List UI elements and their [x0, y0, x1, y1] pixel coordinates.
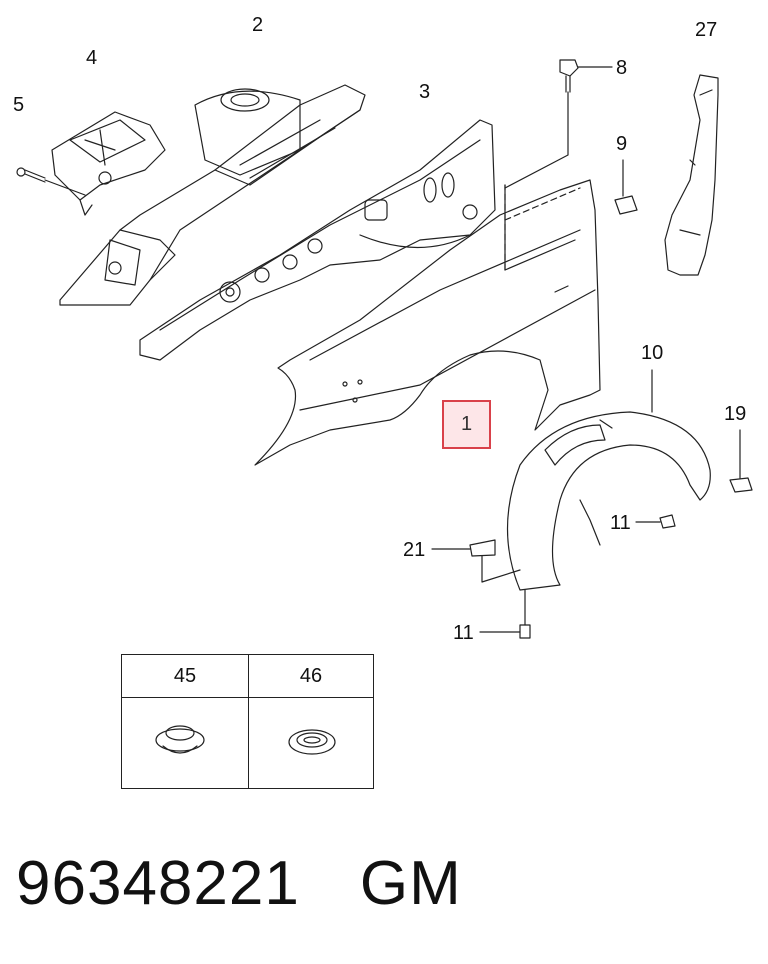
highlighted-part-1[interactable]: 1 — [442, 400, 491, 449]
callout-10: 10 — [641, 342, 664, 364]
callout-27: 27 — [695, 19, 718, 41]
part-number: 96348221 — [16, 849, 300, 918]
callout-9: 9 — [616, 133, 628, 155]
footer-caption: 96348221 GM — [16, 848, 462, 919]
part-2-frame-rail — [59, 84, 366, 306]
brand-name: GM — [359, 849, 462, 918]
legend-cell-45: 45 — [122, 655, 249, 788]
part-10-wheel-liner — [506, 369, 711, 591]
part-4-bracket — [51, 111, 166, 216]
callout-11-lower: 11 — [453, 622, 474, 644]
callout-19: 19 — [724, 403, 747, 425]
part-21-clip — [431, 539, 521, 583]
part-5-bolt — [16, 167, 86, 196]
legend-label-45: 45 — [122, 655, 248, 698]
legend-label-46: 46 — [248, 655, 374, 698]
callout-2: 2 — [252, 14, 264, 36]
callout-5: 5 — [13, 94, 25, 116]
part-11-screws — [479, 514, 676, 639]
callout-8: 8 — [616, 57, 628, 79]
part-8-bolt — [504, 59, 613, 189]
callout-11-upper: 11 — [610, 512, 631, 534]
legend-45-grommet-icon — [155, 725, 205, 754]
part-9-clip — [614, 159, 638, 215]
part-27-liner-trim — [664, 74, 719, 276]
callout-21: 21 — [403, 539, 426, 561]
callout-4: 4 — [86, 47, 98, 69]
legend-cell-46: 46 — [248, 655, 374, 788]
part-3-apron — [139, 119, 496, 361]
part-19-clip — [729, 429, 753, 493]
legend-46-grommet-icon — [288, 729, 336, 755]
legend-table: 45 46 — [121, 654, 374, 789]
callout-3: 3 — [419, 81, 431, 103]
part-1-fender — [254, 179, 601, 466]
